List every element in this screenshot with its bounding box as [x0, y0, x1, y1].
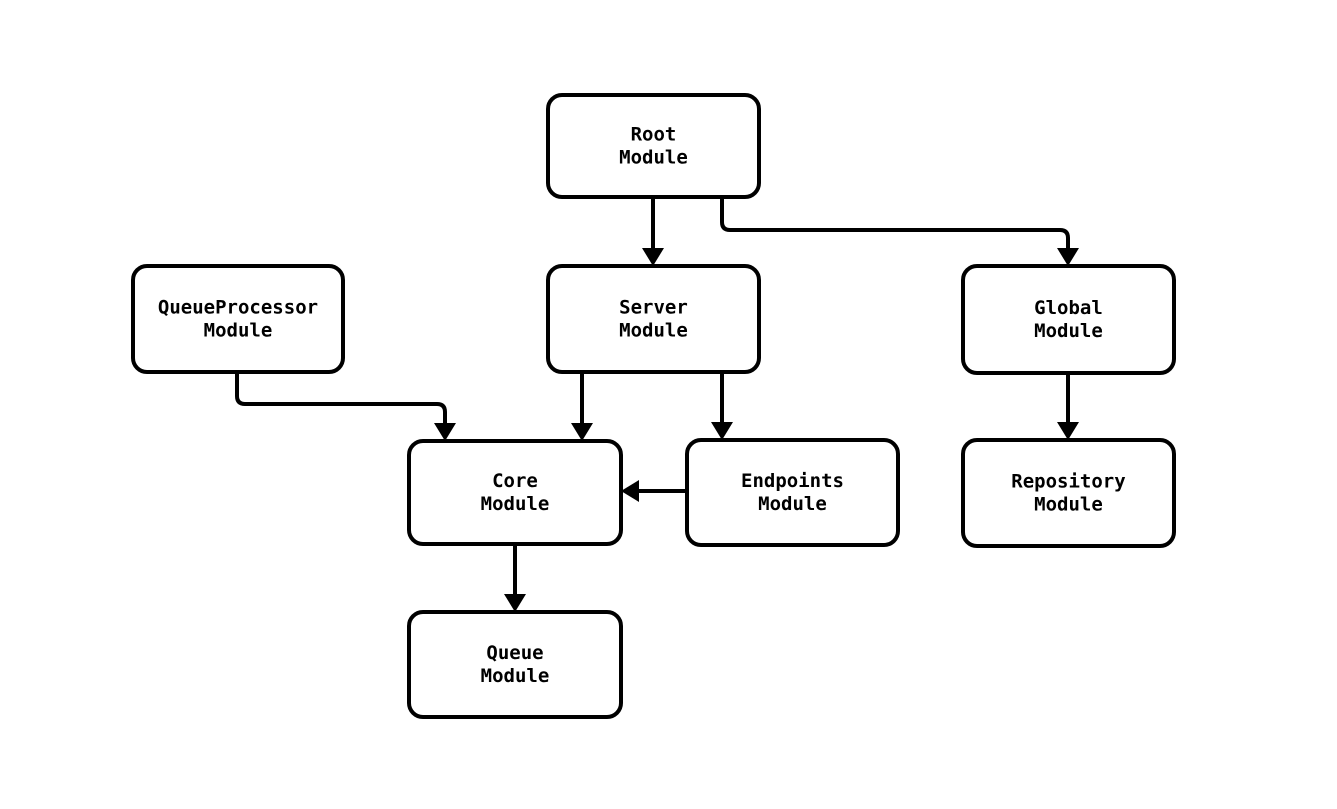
node-label-line1: Endpoints	[741, 470, 844, 492]
node-label-line1: Global	[1034, 297, 1103, 319]
node-label-line2: Module	[758, 493, 827, 515]
node-box[interactable]	[546, 93, 761, 199]
node-box[interactable]	[961, 438, 1176, 548]
node-label-line2: Module	[204, 320, 273, 342]
node-label-line1: Repository	[1011, 471, 1125, 493]
nodes-layer: RootModuleQueueProcessorModuleServerModu…	[131, 93, 1176, 719]
node-label-line2: Module	[1034, 320, 1103, 342]
arrowhead-icon	[434, 423, 456, 441]
node-box[interactable]	[407, 439, 623, 546]
node-box[interactable]	[131, 264, 345, 374]
arrowhead-icon	[1057, 422, 1079, 440]
arrowhead-icon	[504, 594, 526, 612]
node-box[interactable]	[961, 264, 1176, 375]
node-label-line1: QueueProcessor	[158, 297, 318, 319]
edge-server-to-core	[571, 372, 593, 441]
node-box[interactable]	[407, 610, 623, 719]
arrowhead-icon	[711, 422, 733, 440]
node-box[interactable]	[546, 264, 761, 374]
node-label-line2: Module	[481, 493, 550, 515]
edge-root-to-global	[720, 197, 1079, 266]
edge-line	[720, 197, 1070, 248]
edge-endpoints-to-core	[621, 480, 687, 502]
edges-layer	[235, 197, 1079, 612]
node-box[interactable]	[685, 438, 900, 547]
node-label-line2: Module	[619, 147, 688, 169]
node-label-line1: Queue	[486, 642, 543, 664]
edge-global-to-repository	[1057, 373, 1079, 440]
edge-queueprocessor-to-core	[235, 372, 456, 441]
arrowhead-icon	[571, 423, 593, 441]
arrowhead-icon	[1057, 248, 1079, 266]
edge-core-to-queue	[504, 544, 526, 612]
node-label-line1: Root	[631, 124, 677, 146]
edge-line	[235, 372, 447, 423]
arrowhead-icon	[642, 248, 664, 266]
edge-server-to-endpoints	[711, 372, 733, 440]
node-label-line2: Module	[481, 665, 550, 687]
arrowhead-icon	[621, 480, 639, 502]
node-label-line1: Server	[619, 297, 688, 319]
node-label-line1: Core	[492, 470, 538, 492]
edge-root-to-server	[642, 197, 664, 266]
node-label-line2: Module	[619, 320, 688, 342]
node-label-line2: Module	[1034, 494, 1103, 516]
